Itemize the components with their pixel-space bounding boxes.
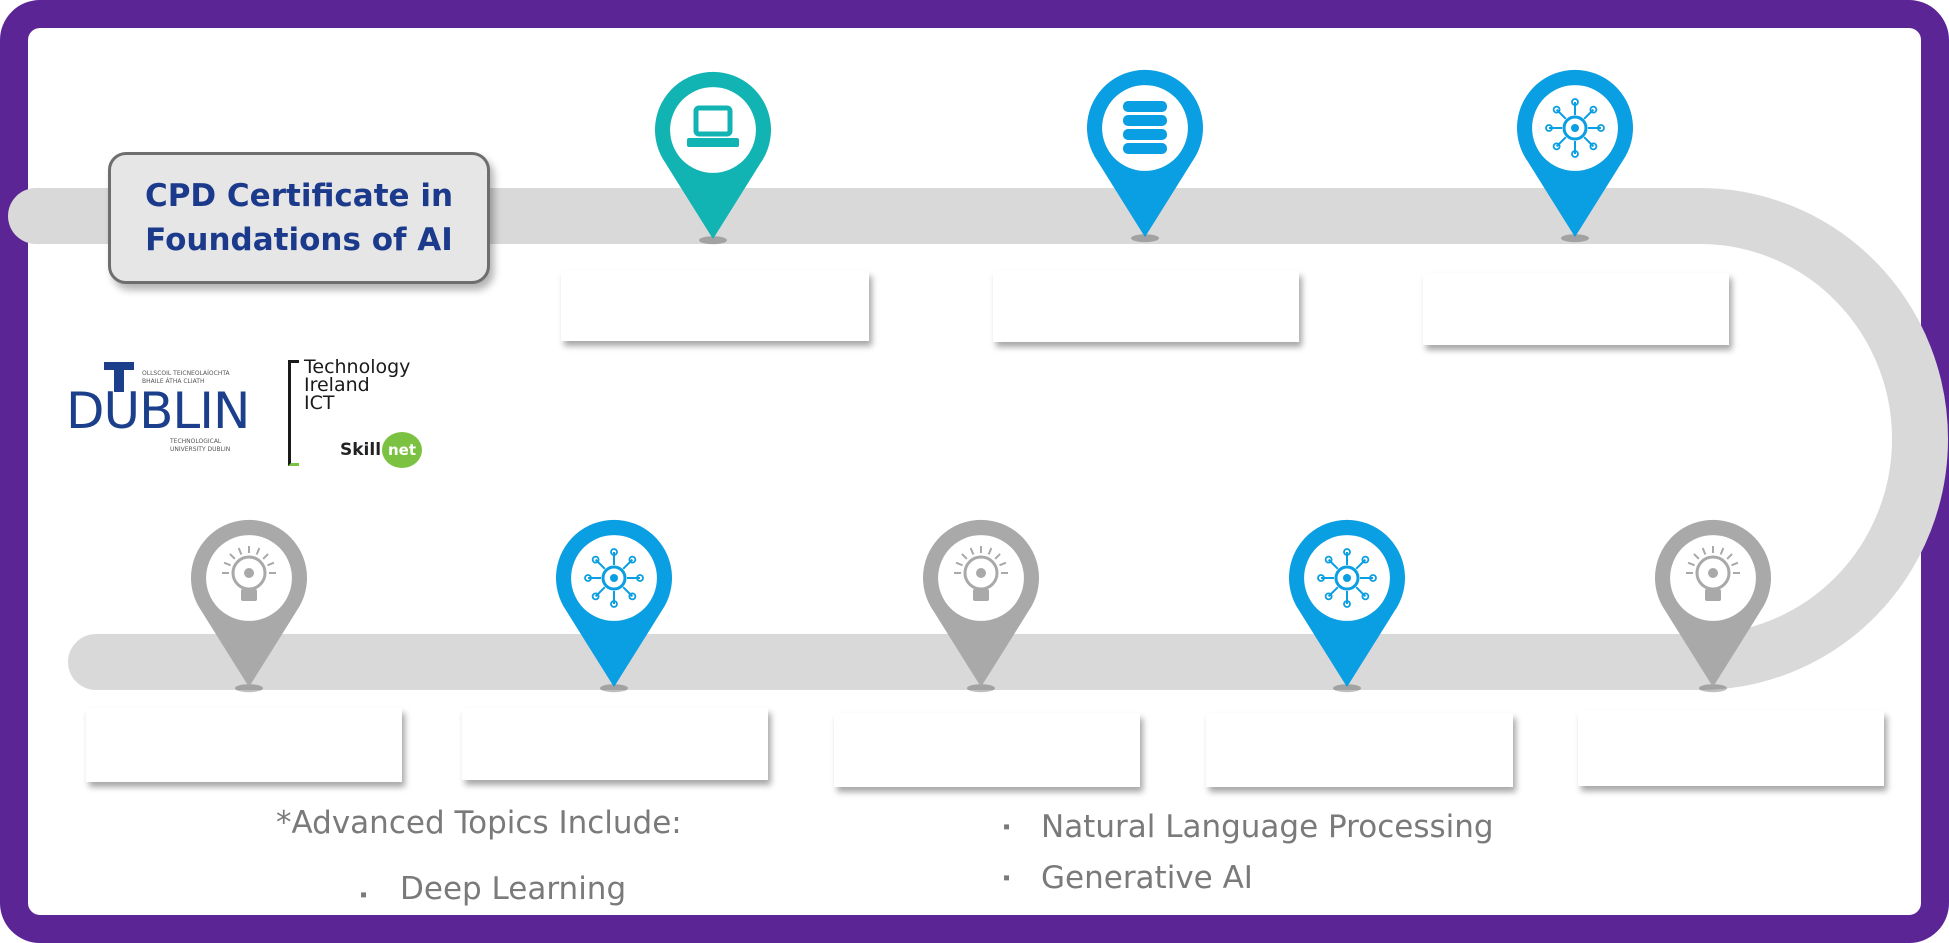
module-box-inferential-statistics: Inferential Statistics — [462, 708, 768, 780]
tech-ireland-line3: ICT — [304, 392, 335, 414]
tu-dublin-irish-line2: BHAILE ÁTHA CLIATH — [142, 378, 205, 385]
pin-shadow — [235, 684, 263, 693]
tu-dublin-t-stem — [114, 362, 124, 392]
ai-circuit-icon — [584, 548, 644, 608]
bullet-icon: ▪ — [1003, 867, 1011, 889]
tu-dublin-english-line2: UNIVERSITY DUBLIN — [170, 446, 231, 453]
topic-deep-learning: Deep Learning — [400, 871, 627, 907]
module-label: Optional Advanced Topics* — [1230, 739, 1489, 761]
module-label: Managing AI projects and Case Studies — [1609, 724, 1853, 773]
tech-ireland-line1: Technology — [304, 356, 411, 378]
skillnet-wordmark: Skill — [340, 440, 382, 460]
roadmap-road — [8, 188, 1948, 690]
pin-marker — [655, 71, 771, 245]
ai-circuit-icon — [1317, 548, 1377, 608]
laptop-icon — [687, 105, 739, 147]
pin-marker — [556, 519, 672, 693]
pin-marker — [1517, 69, 1633, 243]
pin-marker — [1289, 519, 1405, 693]
module-label: Data Visualization and project — [1040, 282, 1252, 331]
module-label: Supervised and Unsupervised Machine — [1467, 285, 1685, 333]
pin-shadow — [699, 236, 727, 245]
pin-shadow — [1131, 234, 1159, 243]
lightbulb-gear-icon — [954, 546, 1008, 601]
ai-circuit-icon — [1545, 98, 1605, 158]
module-label: Individual Project and one-to-one Mentor… — [103, 721, 385, 769]
module-box-python: Introduction to Python Programming — [561, 271, 869, 341]
pin-face — [670, 87, 756, 173]
pin-shadow — [600, 684, 628, 693]
lightbulb-gear-icon — [222, 546, 276, 601]
module-box-data-visualization: Data Visualization and project — [993, 271, 1299, 342]
topic-generative-ai: Generative AI — [1041, 860, 1253, 896]
bullet-icon: ▪ — [1003, 816, 1011, 838]
pin-shadow — [1699, 684, 1727, 693]
module-box-supervised: Supervised and Unsupervised Machine — [1423, 273, 1729, 345]
module-label: Ethical AI Workshop — [890, 739, 1084, 761]
tech-ireland-line2: Ireland — [304, 374, 370, 396]
skillnet-net: net — [387, 441, 417, 459]
pin-marker — [923, 519, 1039, 693]
module-label: Inferential Statistics — [519, 722, 711, 744]
pin-shadow — [1561, 234, 1589, 243]
lightbulb-gear-icon — [1686, 546, 1740, 601]
pin-shadow — [1333, 684, 1361, 693]
bullet-icon: ▪ — [360, 884, 368, 906]
tu-dublin-logo: DUBLIN OLLSCOIL TEICNEOLAÍOCHTA BHAILE Á… — [66, 360, 250, 460]
module-box-optional-topics: Optional Advanced Topics* — [1206, 713, 1513, 787]
technology-ireland-logo: Technology Ireland ICT Skill net — [284, 356, 434, 468]
module-box-individual-project: Individual Project and one-to-one Mentor… — [86, 708, 402, 782]
advanced-topics-heading: *Advanced Topics Include: — [276, 805, 682, 841]
pin-marker — [1655, 519, 1771, 693]
module-box-managing-ai: Managing AI projects and Case Studies — [1578, 711, 1884, 786]
module-label: Introduction to Python Programming — [607, 282, 823, 330]
tu-dublin-wordmark: DUBLIN — [66, 382, 250, 440]
skillnet-badge: net — [382, 432, 422, 468]
pin-shadow — [967, 684, 995, 693]
pin-marker — [191, 519, 307, 693]
tu-dublin-irish-line1: OLLSCOIL TEICNEOLAÍOCHTA — [142, 370, 230, 377]
pin-marker — [1087, 69, 1203, 243]
logo-bracket — [288, 360, 299, 466]
tu-dublin-english-line1: TECHNOLOGICAL — [170, 438, 222, 445]
certificate-title: CPD Certificate in Foundations of AI — [144, 178, 454, 258]
certificate-title-box: CPD Certificate in Foundations of AI — [108, 152, 490, 284]
database-icon — [1123, 101, 1167, 154]
module-box-ethical-ai: Ethical AI Workshop — [834, 713, 1140, 787]
pin-face — [1102, 85, 1188, 171]
pin-face — [206, 535, 292, 621]
topic-nlp: Natural Language Processing — [1041, 809, 1494, 845]
